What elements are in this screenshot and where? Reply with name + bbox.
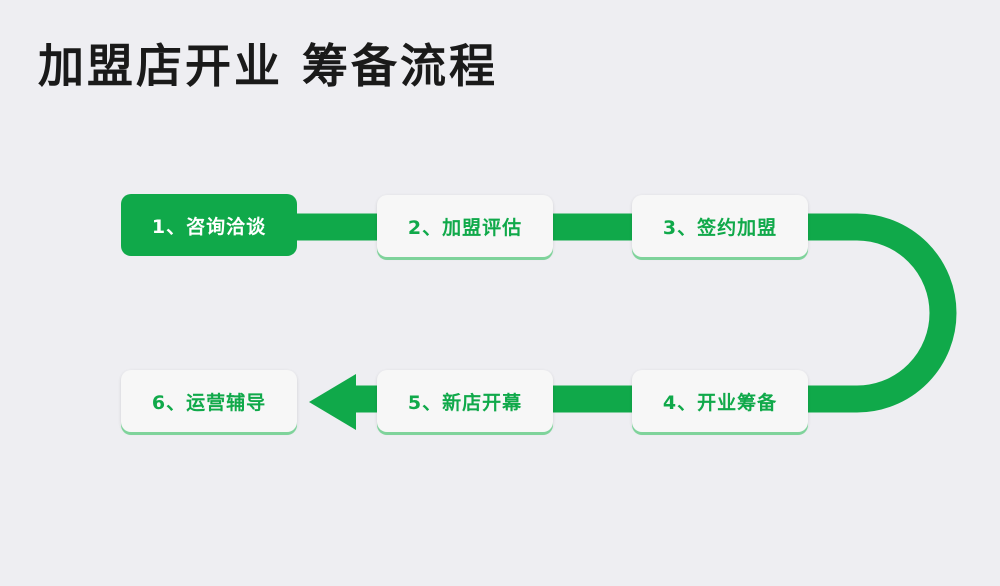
step-5-opening[interactable]: 5、新店开幕 bbox=[377, 370, 553, 432]
step-2-evaluation[interactable]: 2、加盟评估 bbox=[377, 195, 553, 257]
arrow-head-icon bbox=[309, 374, 356, 430]
step-4-preparation[interactable]: 4、开业筹备 bbox=[632, 370, 808, 432]
step-1-consultation[interactable]: 1、咨询洽谈 bbox=[121, 194, 297, 256]
page-title: 加盟店开业 筹备流程 bbox=[38, 39, 499, 93]
step-3-contract[interactable]: 3、签约加盟 bbox=[632, 195, 808, 257]
flow-connector bbox=[280, 213, 957, 413]
step-6-operation-support[interactable]: 6、运营辅导 bbox=[121, 370, 297, 432]
